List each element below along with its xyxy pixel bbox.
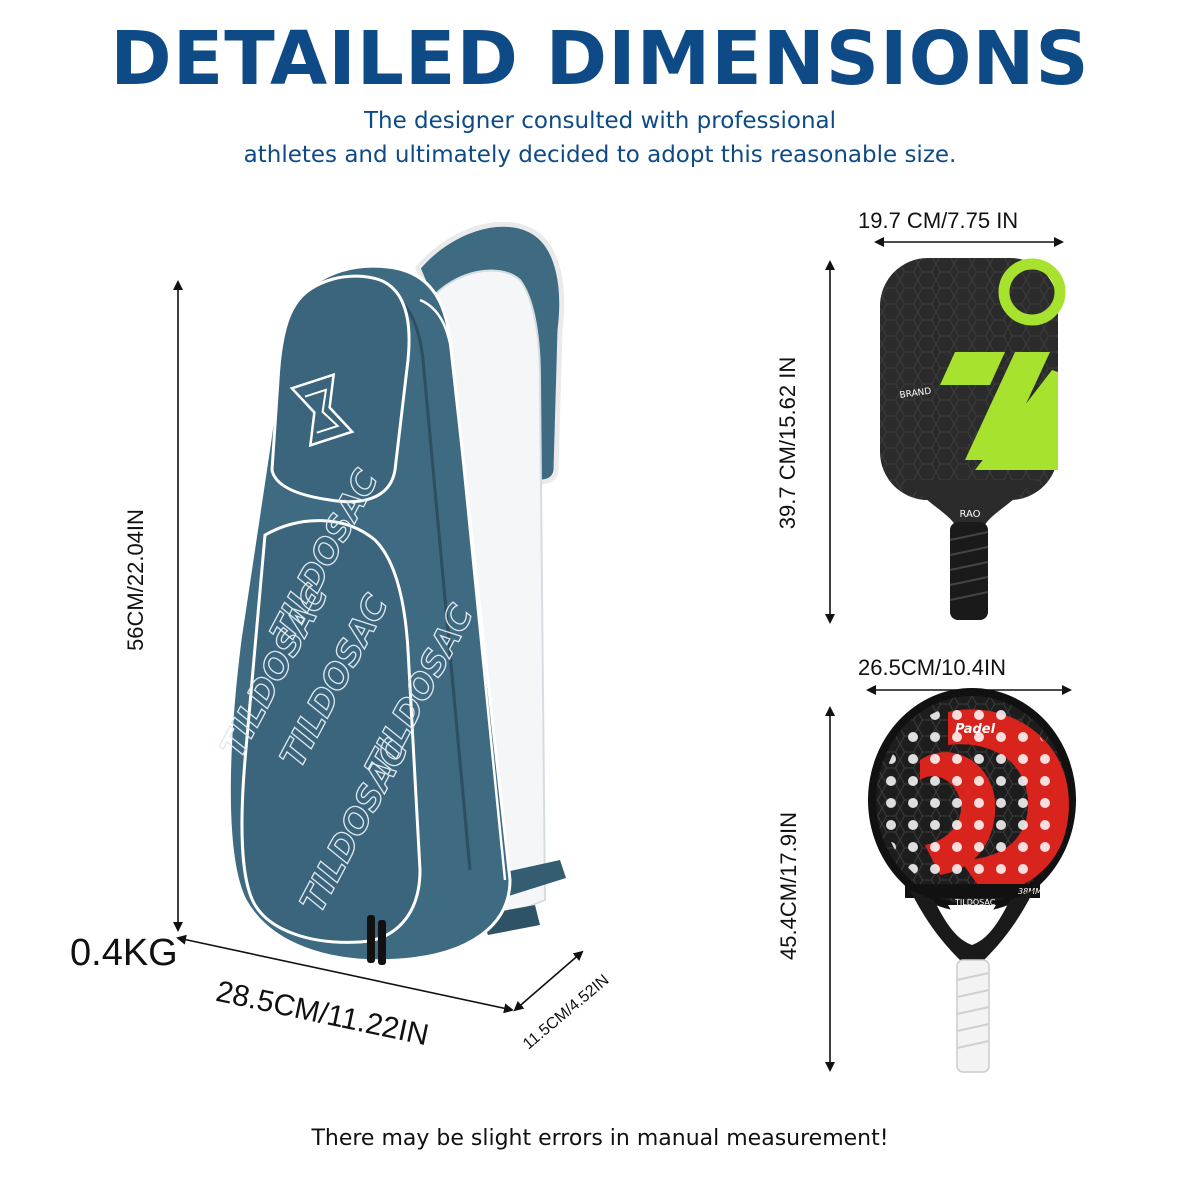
racket-throat <box>910 890 1034 962</box>
racket-height-label: 45.4CM/17.9IN <box>775 812 801 960</box>
racket-bag: TILDOSAC TILDOSAC TILDOSAC TILDOSAC TILD… <box>212 221 566 965</box>
racket-handle <box>956 959 990 1073</box>
bag-top-pocket <box>270 274 411 504</box>
paddle-green-graphic <box>940 352 1005 385</box>
measurement-note: There may be slight errors in manual mea… <box>311 1126 889 1151</box>
paddle-ring-graphic <box>998 258 1066 326</box>
bag-width-arrow <box>176 934 514 1014</box>
paddle-handle <box>950 522 988 620</box>
paddle-height-label: 39.7 CM/15.62 IN <box>775 356 801 530</box>
bag-zipper-pull <box>378 920 386 965</box>
bag-weight-label: 0.4KG <box>70 932 178 974</box>
racket-thickness-label: 38MM <box>1018 887 1042 896</box>
bag-front-pocket <box>240 519 422 944</box>
bag-side-piping <box>419 298 507 881</box>
racket-head-label: Padel <box>955 722 996 737</box>
paddle-width-label: 19.7 CM/7.75 IN <box>858 208 1019 233</box>
racket-brand-label: TILDOSAC <box>954 898 996 907</box>
paddle-side-print: BRAND <box>899 387 932 401</box>
pickleball-paddle: BRAND RAO <box>880 258 1066 620</box>
page-title: DETAILED DIMENSIONS <box>110 16 1090 102</box>
paddle-neck <box>905 480 1035 525</box>
padel-racket: Padel TILDOSAC 38MM <box>868 688 1076 1073</box>
bag-depth-arrow <box>513 950 584 1012</box>
subtitle-line-2: athletes and ultimately decided to adopt… <box>243 142 957 168</box>
subtitle-line-1: The designer consulted with professional <box>363 108 837 134</box>
bag-height-label: 56CM/22.04IN <box>122 509 148 651</box>
bag-logo-icon <box>289 372 355 448</box>
paddle-handle-label: RAO <box>959 509 980 520</box>
bag-zipper-pull <box>367 915 375 963</box>
racket-width-label: 26.5CM/10.4IN <box>858 655 1006 680</box>
